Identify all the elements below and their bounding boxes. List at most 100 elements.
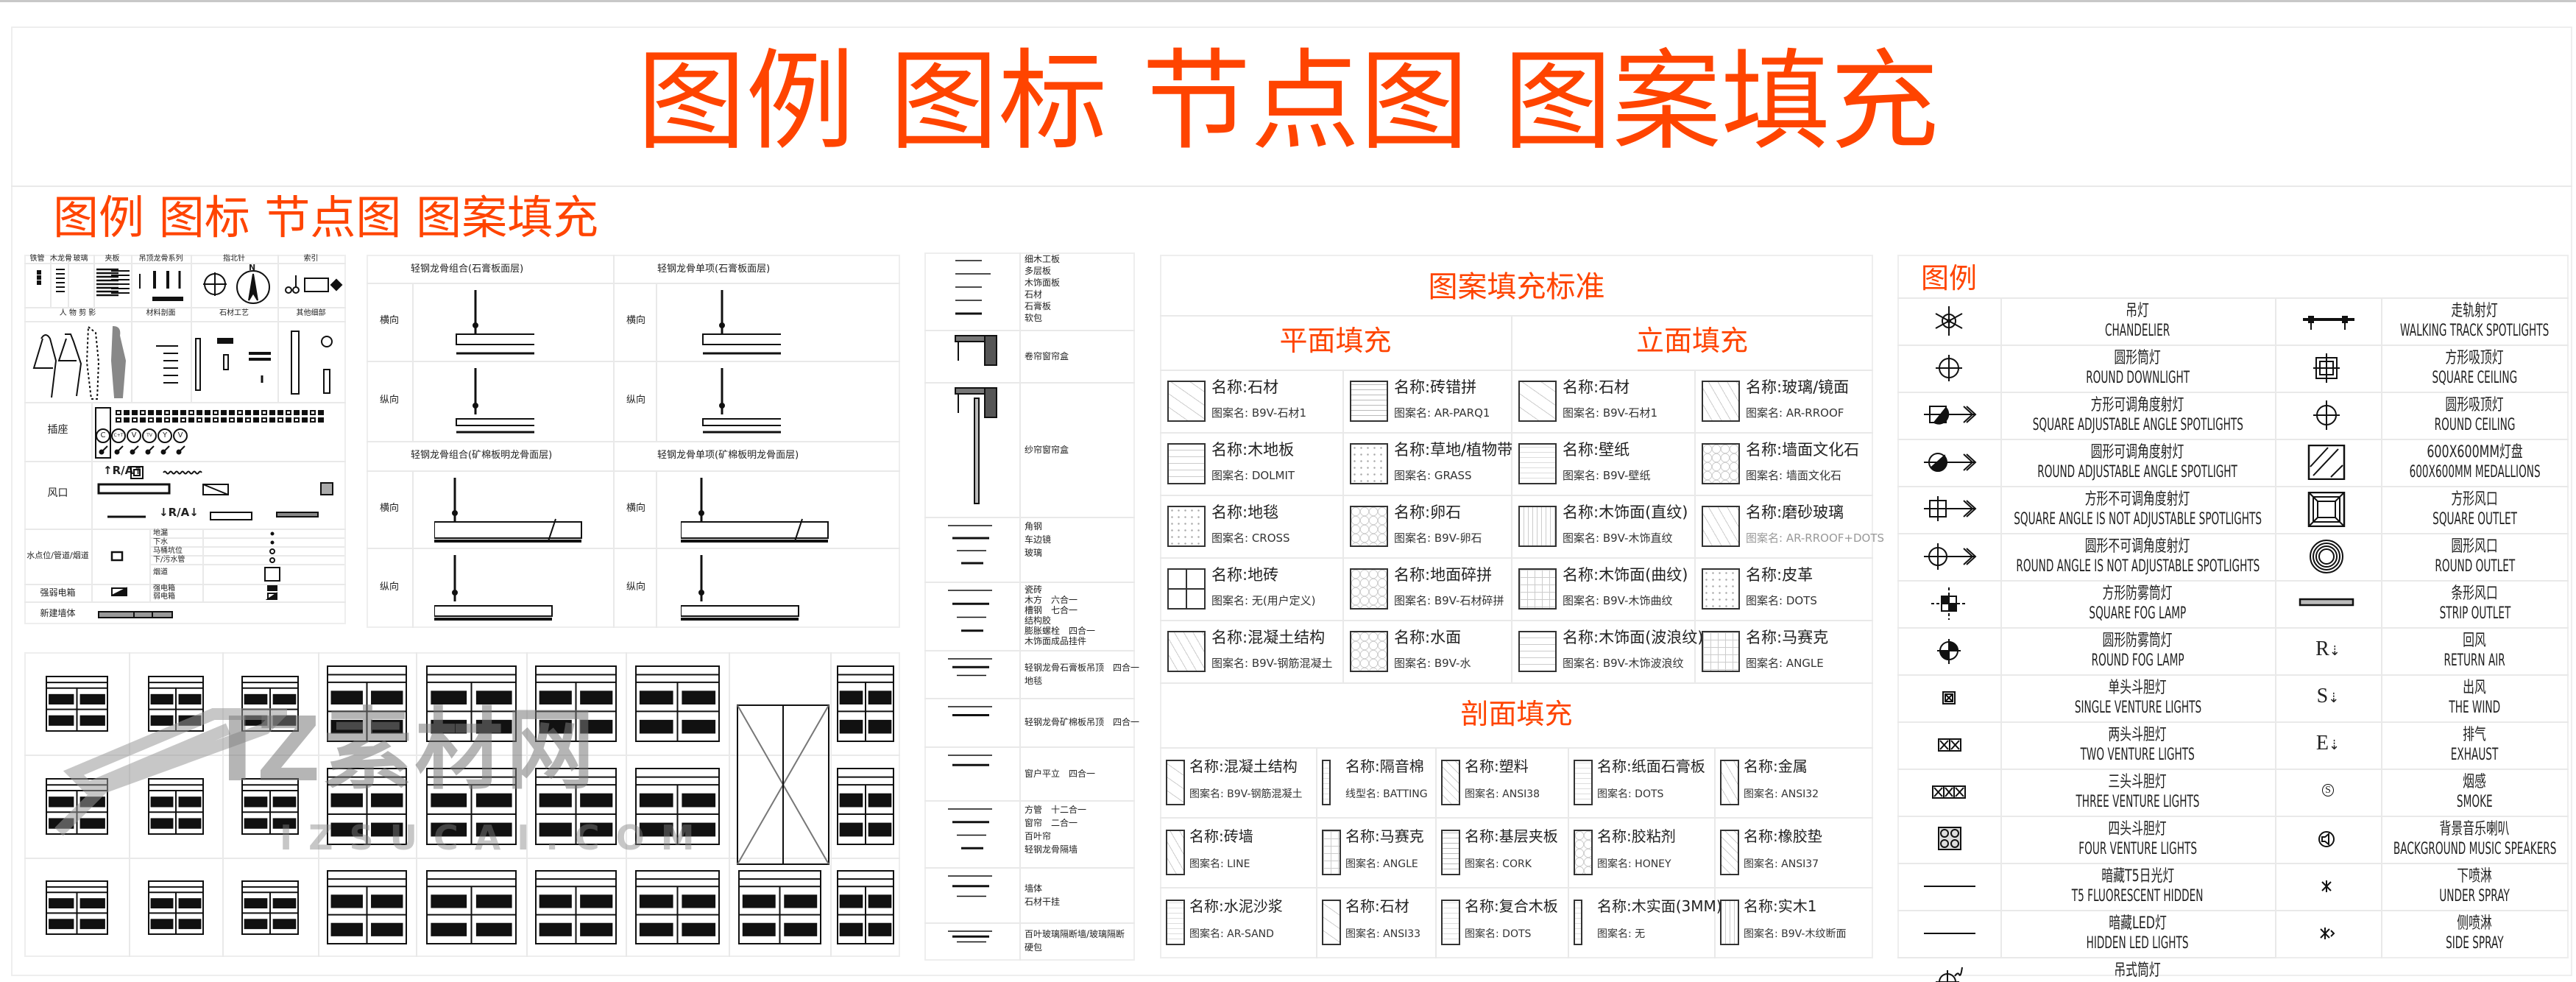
grid-line <box>149 555 344 557</box>
pattern-name: 名称:玻璃/镜面 <box>1746 378 1850 396</box>
legend-item-cn: 侧喷淋 <box>2457 914 2493 933</box>
airflow-icon: ⇣ <box>2328 690 2340 705</box>
legend-item-cn: 圆形吸顶灯 <box>2445 396 2505 414</box>
water-point-symbols <box>258 529 287 582</box>
grid-line <box>131 307 132 402</box>
thumbnail-drawing <box>327 870 407 944</box>
material-label: 软包 <box>1025 313 1043 323</box>
pattern-name: 名称:皮革 <box>1746 566 1814 584</box>
grid-line <box>1714 747 1716 958</box>
grid-line <box>24 461 346 462</box>
grid-line <box>1511 620 1694 621</box>
node-row-label: 纵向 <box>380 394 400 406</box>
material-label: 槽钢 七合一 <box>1025 605 1078 615</box>
grid-line <box>1714 817 1873 819</box>
grid-line <box>50 255 52 307</box>
section-code: 图案名: LINE <box>1189 858 1250 870</box>
legend-item-en: SQUARE ADJUSTABLE ANGLE SPOTLIGHTS <box>2032 416 2243 434</box>
grid-line <box>1897 486 2275 487</box>
pattern-code: 图案名: B9V-石材1 <box>1563 406 1657 420</box>
left-legend-frame <box>24 255 346 624</box>
round-ceiling-icon <box>2299 398 2357 433</box>
material-label: 轻钢龙骨矿棉板吊顶 四合一 <box>1025 717 1140 727</box>
pattern-code: 图案名: AR-RROOF+DOTS <box>1746 531 1885 545</box>
grid-line <box>1897 721 2275 723</box>
legend-item-en: CHANDELIER <box>2105 322 2170 340</box>
grid-line <box>149 564 344 565</box>
material-label: 木饰面板 <box>1025 278 1061 288</box>
grid-line <box>2275 863 2569 864</box>
square-ceiling-icon <box>2299 350 2357 386</box>
pattern-code: 图案名: B9V-壁纸 <box>1563 469 1651 482</box>
node-row-label: 纵向 <box>626 581 646 593</box>
square-outlet-icon <box>2299 491 2357 528</box>
watermark-url: IZSUCAI.COM <box>280 818 711 858</box>
pattern-name: 名称:卵石 <box>1394 504 1462 521</box>
material-label: 车边镜 <box>1025 534 1052 545</box>
grid-line <box>24 263 346 264</box>
pattern-code: 图案名: GRASS <box>1394 469 1472 482</box>
thumbnail-drawing <box>736 704 830 866</box>
thumbnail-drawing <box>535 870 617 944</box>
grid-line <box>24 601 346 603</box>
grid-line <box>1897 580 2275 582</box>
material-label: 方管 十二合一 <box>1025 805 1087 815</box>
grid-line <box>277 307 279 402</box>
grid-line <box>367 283 900 284</box>
grid-line <box>1019 252 1021 961</box>
grid-line <box>1897 345 2275 346</box>
column-header: 人 物 剪 影 <box>59 309 96 317</box>
index-symbol-icon <box>280 265 344 305</box>
socket-symbol-label: Y <box>162 431 168 439</box>
grid-line <box>1342 370 1344 682</box>
pattern-name: 名称:石材 <box>1211 378 1279 396</box>
grid-line <box>2275 769 2569 770</box>
section-name: 名称:塑料 <box>1465 757 1529 775</box>
pattern-panel-frame <box>1160 255 1873 958</box>
legend-item-en: 600X600MM MEDALLIONS <box>2409 463 2541 481</box>
grid-line <box>191 307 192 402</box>
legend-item-cn: 暗藏LED灯 <box>2109 914 2167 933</box>
legend-title: 图例 <box>1921 262 1978 294</box>
line-icon <box>1919 916 1978 951</box>
people-silhouettes-drawing <box>26 324 130 400</box>
grid-line <box>277 255 279 307</box>
drop-down-light-icon <box>1919 963 1978 982</box>
material-symbol-drawing <box>926 651 1018 696</box>
legend-item-cn: 四头斗胆灯 <box>2108 820 2168 838</box>
grid-line <box>1435 887 1568 889</box>
ceiling-keel-node-drawing <box>434 551 559 625</box>
speaker-icon <box>2299 822 2357 857</box>
grid-line <box>2275 533 2569 534</box>
grid-line <box>318 652 319 957</box>
grid-line <box>1897 674 2275 676</box>
pattern-swatch <box>1350 381 1388 422</box>
grid-line <box>924 746 1135 748</box>
material-symbol-drawing <box>926 869 1018 921</box>
legend-item-en: ROUND ADJUSTABLE ANGLE SPOTLIGHT <box>2037 463 2238 481</box>
section-name: 名称:水泥沙浆 <box>1189 897 1283 915</box>
pattern-name: 名称:木饰面(直纹) <box>1563 504 1688 521</box>
legend-item-cn: 出风 <box>2463 679 2487 697</box>
section-name: 名称:实木1 <box>1744 897 1817 915</box>
column-header: 石材工艺 <box>219 309 249 317</box>
grid-line <box>149 537 344 539</box>
grid-line <box>1316 817 1435 819</box>
pattern-code: 图案名: B9V-水 <box>1394 657 1471 670</box>
legend-item-cn: 暗藏T5日光灯 <box>2101 867 2174 886</box>
material-label: 玻璃 <box>1025 548 1043 558</box>
legend-item-cn: 吊式筒灯 <box>2114 961 2162 980</box>
material-label: 石膏板 <box>1025 301 1052 311</box>
section-fill-title: 剖面填充 <box>1460 698 1573 730</box>
pattern-swatch <box>1702 631 1740 672</box>
grid-line <box>1568 747 1569 958</box>
legend-item-cn: 方形防雾筒灯 <box>2102 584 2173 603</box>
pattern-swatch <box>1702 381 1740 422</box>
grid-line <box>1160 315 1873 317</box>
